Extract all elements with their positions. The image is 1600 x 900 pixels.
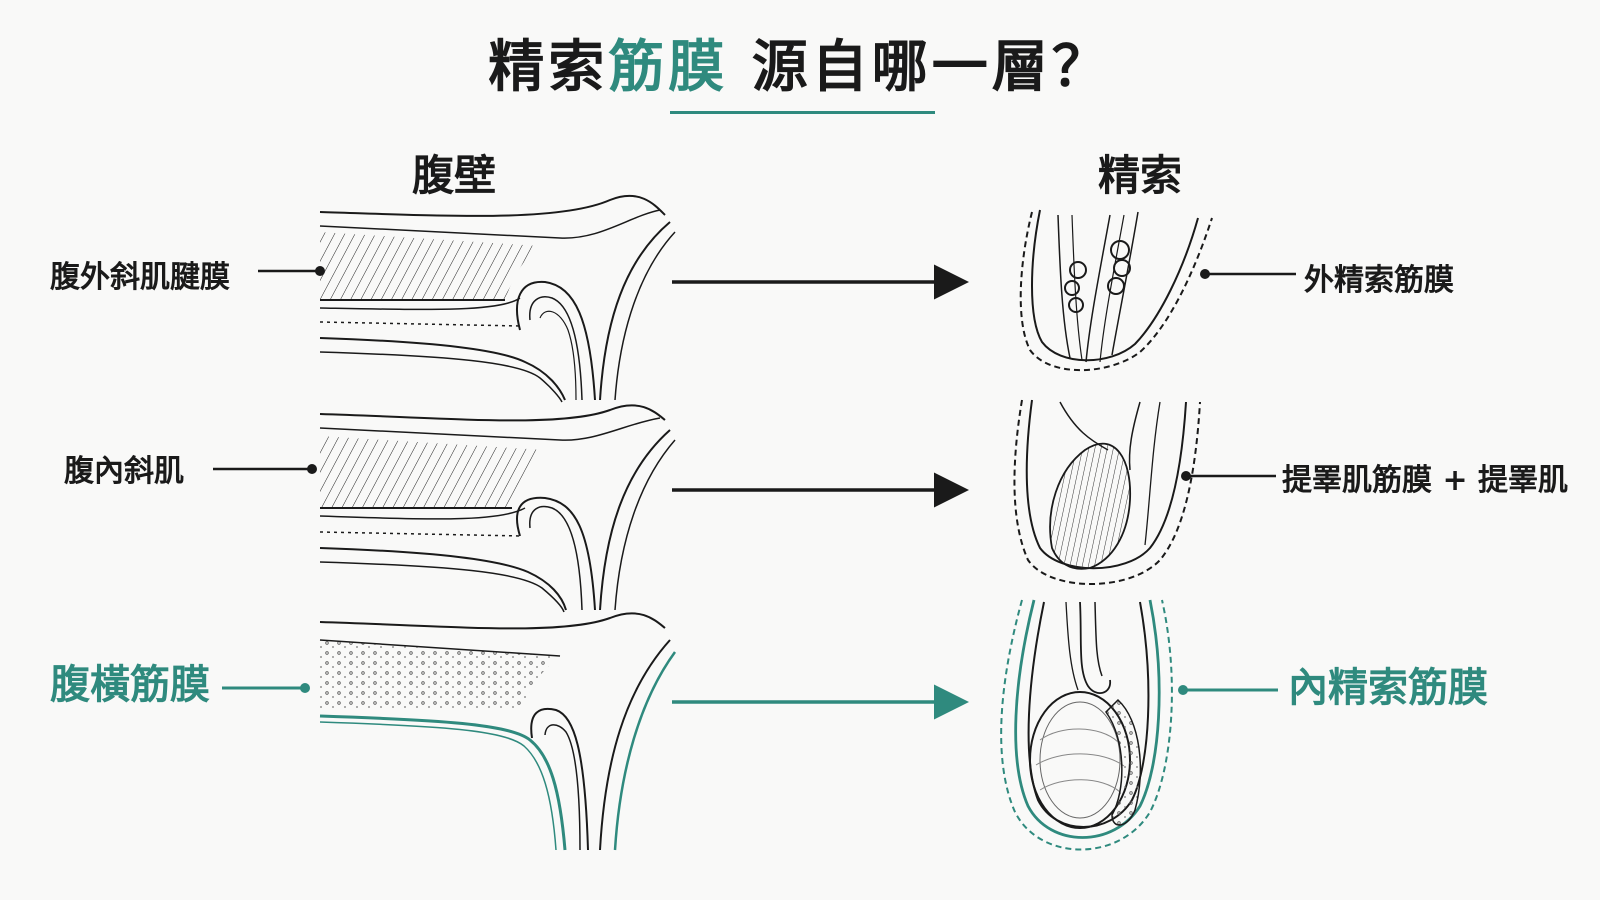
wall-section-1 bbox=[319, 194, 676, 403]
diagram-title: 精索筋膜 源自哪一層？ bbox=[0, 22, 1600, 103]
title-part2: 源自哪一層？ bbox=[728, 35, 1112, 100]
label-external-spermatic-fascia: 外精索筋膜 bbox=[1304, 263, 1454, 298]
label-internal-oblique: 腹內斜肌 bbox=[64, 454, 184, 489]
wall-section-2 bbox=[319, 404, 676, 613]
label-internal-spermatic-fascia: 內精索筋膜 bbox=[1288, 665, 1488, 711]
heading-abdominal-wall: 腹壁 bbox=[412, 151, 497, 200]
cord-section-3 bbox=[1000, 599, 1173, 851]
leader-lines-left bbox=[213, 266, 325, 693]
cord-section-2 bbox=[1013, 399, 1201, 585]
label-transversalis-fascia: 腹橫筋膜 bbox=[50, 662, 210, 708]
wall-section-3 bbox=[319, 612, 677, 851]
title-underline bbox=[670, 111, 935, 114]
title-accent: 筋膜 bbox=[608, 35, 729, 100]
title-part1: 精索 bbox=[488, 35, 609, 100]
label-external-oblique-aponeurosis: 腹外斜肌腱膜 bbox=[50, 260, 230, 295]
label-cremasteric-fascia: 提睪肌筋膜 + 提睪肌 bbox=[1282, 463, 1569, 498]
heading-spermatic-cord: 精索 bbox=[1098, 151, 1183, 200]
leader-lines-right bbox=[1178, 269, 1296, 695]
cord-section-1 bbox=[1019, 209, 1213, 372]
